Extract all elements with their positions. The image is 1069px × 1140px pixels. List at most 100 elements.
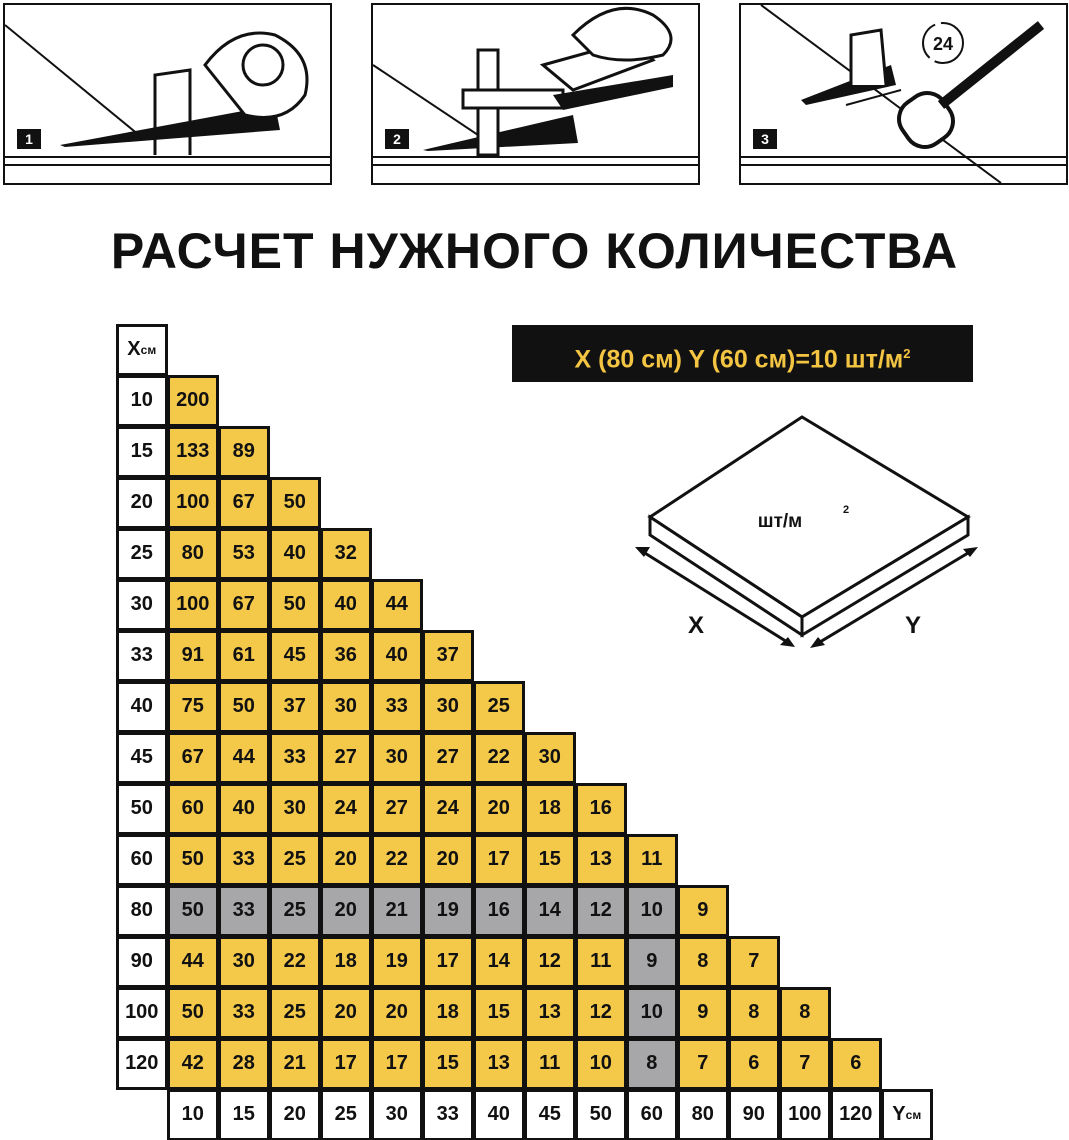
quantity-cell: 15	[421, 1037, 474, 1090]
quantity-cell: 7	[727, 935, 780, 988]
quantity-cell: 27	[370, 782, 423, 835]
quantity-cell: 22	[370, 833, 423, 886]
quantity-cell: 6	[829, 1037, 882, 1090]
quantity-cell: 67	[217, 476, 270, 529]
timer-label: 24	[933, 34, 953, 54]
quantity-cell: 30	[268, 782, 321, 835]
row-header-cell: 30	[115, 578, 168, 631]
quantity-cell: 10	[625, 986, 678, 1039]
quantity-cell: 7	[778, 1037, 831, 1090]
quantity-cell: 15	[472, 986, 525, 1039]
quantity-cell: 40	[319, 578, 372, 631]
quantity-cell: 8	[625, 1037, 678, 1090]
row-header-cell: 120	[115, 1037, 168, 1090]
quantity-cell: 11	[574, 935, 627, 988]
quantity-cell: 12	[574, 986, 627, 1039]
quantity-cell: 15	[523, 833, 576, 886]
quantity-cell: 24	[319, 782, 372, 835]
quantity-cell: 40	[370, 629, 423, 682]
quantity-cell: 10	[574, 1037, 627, 1090]
quantity-cell: 30	[319, 680, 372, 733]
y-axis-label: Y	[905, 612, 921, 639]
quantity-cell: 20	[370, 986, 423, 1039]
quantity-cell: 37	[268, 680, 321, 733]
quantity-cell: 25	[268, 833, 321, 886]
quantity-cell: 24	[421, 782, 474, 835]
column-header-cell: 100	[778, 1088, 831, 1140]
example-formula: X (80 см) Y (60 см)=10 шт/м2	[512, 325, 973, 382]
quantity-cell: 27	[421, 731, 474, 784]
quantity-cell: 50	[268, 578, 321, 631]
quantity-cell: 30	[370, 731, 423, 784]
quantity-cell: 45	[268, 629, 321, 682]
quantity-cell: 8	[676, 935, 729, 988]
column-header-cell: 80	[676, 1088, 729, 1140]
quantity-cell: 9	[676, 986, 729, 1039]
quantity-cell: 9	[676, 884, 729, 937]
quantity-cell: 53	[217, 527, 270, 580]
column-header-cell: 30	[370, 1088, 423, 1140]
step-3-panel: 24 3	[739, 3, 1068, 185]
row-header-cell: 90	[115, 935, 168, 988]
quantity-cell: 42	[166, 1037, 219, 1090]
quantity-cell: 14	[523, 884, 576, 937]
quantity-cell: 9	[625, 935, 678, 988]
page-title: РАСЧЕТ НУЖНОГО КОЛИЧЕСТВА	[110, 223, 959, 279]
x-axis-label: X	[688, 612, 704, 639]
quantity-cell: 36	[319, 629, 372, 682]
tile-label: шт/м	[758, 511, 802, 532]
quantity-cell: 20	[421, 833, 474, 886]
row-header-cell: 45	[115, 731, 168, 784]
quantity-cell: 44	[166, 935, 219, 988]
quantity-cell: 10	[625, 884, 678, 937]
quantity-cell: 133	[166, 425, 219, 478]
quantity-cell: 13	[472, 1037, 525, 1090]
quantity-cell: 50	[217, 680, 270, 733]
quantity-cell: 19	[421, 884, 474, 937]
quantity-cell: 40	[268, 527, 321, 580]
row-header-cell: 80	[115, 884, 168, 937]
quantity-cell: 20	[472, 782, 525, 835]
quantity-cell: 7	[676, 1037, 729, 1090]
quantity-cell: 33	[370, 680, 423, 733]
quantity-cell: 80	[166, 527, 219, 580]
quantity-cell: 17	[472, 833, 525, 886]
quantity-cell: 21	[268, 1037, 321, 1090]
quantity-cell: 18	[319, 935, 372, 988]
quantity-cell: 6	[727, 1037, 780, 1090]
quantity-cell: 67	[166, 731, 219, 784]
quantity-cell: 30	[523, 731, 576, 784]
axis-unit: см	[140, 342, 157, 357]
tile-label-sup: 2	[843, 504, 849, 516]
quantity-cell: 33	[217, 833, 270, 886]
axis-unit: см	[905, 1107, 922, 1122]
quantity-cell: 44	[370, 578, 423, 631]
quantity-cell: 17	[370, 1037, 423, 1090]
column-header-cell: 20	[268, 1088, 321, 1140]
quantity-cell: 30	[421, 680, 474, 733]
quantity-cell: 50	[166, 986, 219, 1039]
formula-sup: 2	[903, 346, 911, 361]
column-header-cell: 120	[829, 1088, 882, 1140]
row-header-cell: 33	[115, 629, 168, 682]
quantity-cell: 33	[268, 731, 321, 784]
formula-text: X (80 см) Y (60 см)=10 шт/м	[574, 345, 904, 374]
wedge-removal-illustration: 24	[741, 5, 1066, 183]
quantity-cell: 16	[574, 782, 627, 835]
step-number-badge: 1	[17, 129, 41, 149]
row-header-cell: 60	[115, 833, 168, 886]
column-header-cell: 25	[319, 1088, 372, 1140]
quantity-cell: 20	[319, 986, 372, 1039]
quantity-cell: 8	[778, 986, 831, 1039]
quantity-cell: 28	[217, 1037, 270, 1090]
quantity-cell: 91	[166, 629, 219, 682]
quantity-cell: 20	[319, 884, 372, 937]
quantity-cell: 8	[727, 986, 780, 1039]
quantity-cell: 21	[370, 884, 423, 937]
quantity-cell: 19	[370, 935, 423, 988]
step-number-badge: 3	[753, 129, 777, 149]
wedge-insert-illustration	[5, 24, 330, 166]
quantity-cell: 67	[217, 578, 270, 631]
